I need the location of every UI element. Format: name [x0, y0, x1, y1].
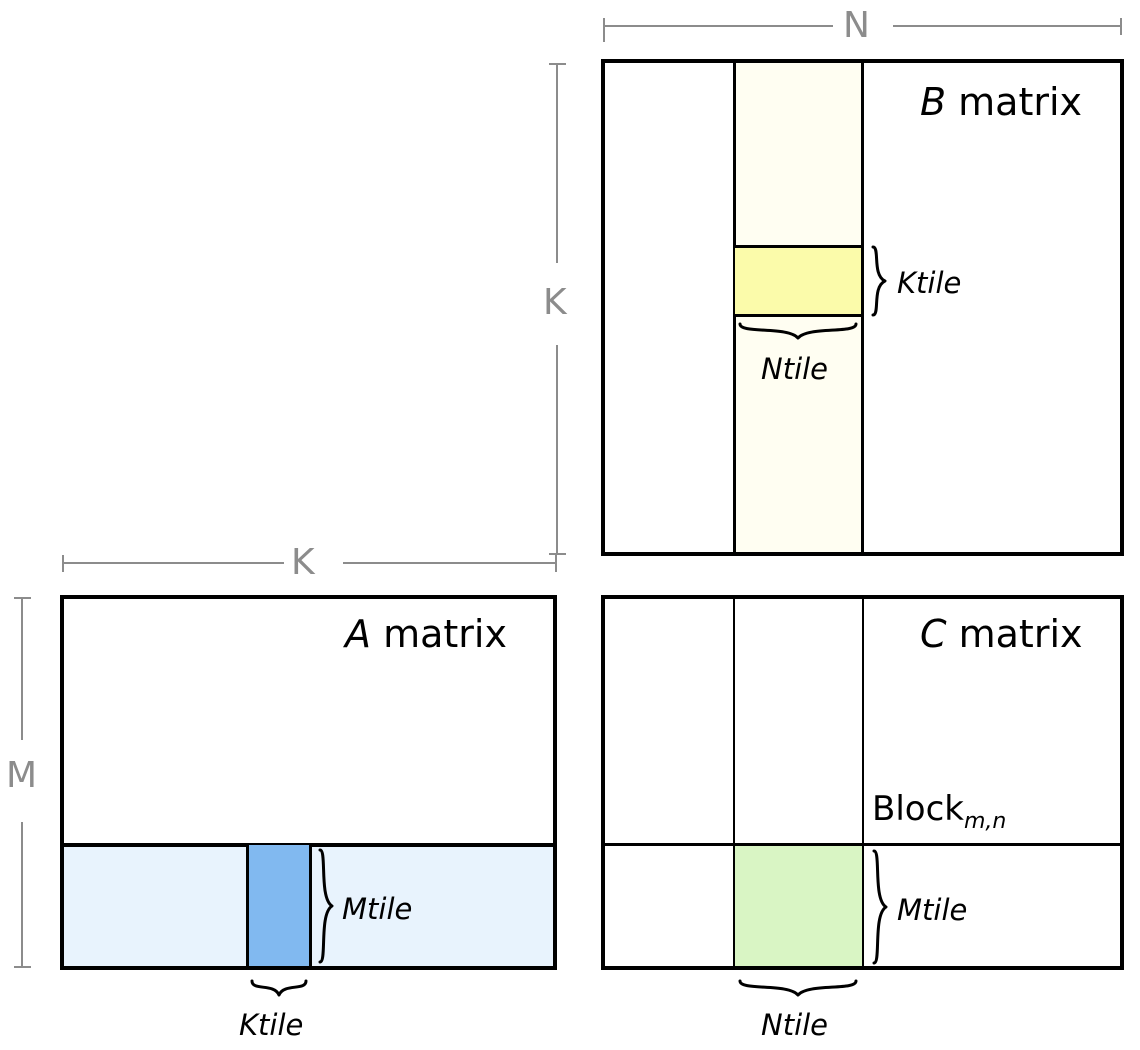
k-ruler-bottom-endcap — [549, 553, 566, 555]
a-tile-highlight — [249, 845, 309, 966]
m-ruler-top-endcap — [14, 597, 31, 599]
b-ktile-brace-icon — [871, 245, 887, 317]
c-block-subscript: m,n — [963, 808, 1007, 834]
m-ruler-bottom-segment — [21, 822, 23, 968]
a-ktile-brace-icon — [250, 979, 308, 997]
b-matrix-title: B matrix — [920, 80, 1082, 124]
a-tile-left-edge — [246, 845, 249, 968]
c-block-label: Blockm,n — [872, 789, 1006, 834]
k-ruler-bottom-segment — [556, 345, 558, 555]
dimension-label-n: N — [843, 5, 870, 46]
a-matrix-word: matrix — [371, 612, 507, 656]
b-matrix-word: matrix — [946, 80, 1083, 124]
k-top-ruler-right-segment — [343, 562, 557, 564]
n-ruler-left-endcap — [603, 18, 605, 35]
b-strip-left-divider — [733, 63, 736, 552]
b-ntile-brace-icon — [738, 322, 858, 340]
c-matrix-word: matrix — [946, 612, 1083, 656]
a-mtile-brace-icon — [318, 848, 334, 964]
c-matrix-title: C matrix — [920, 612, 1083, 656]
c-mtile-label: Mtile — [897, 893, 968, 927]
k-top-ruler-left-endcap — [62, 555, 64, 572]
b-tile-top-edge — [733, 245, 864, 248]
a-tile-right-edge — [309, 845, 312, 968]
dimension-label-k-top: K — [291, 542, 315, 583]
k-top-ruler-left-segment — [62, 562, 284, 564]
c-ntile-label: Ntile — [761, 1008, 829, 1042]
b-tile-bottom-edge — [733, 314, 864, 317]
b-ntile-label: Ntile — [761, 352, 829, 386]
dimension-label-m: M — [6, 755, 38, 796]
c-tile-highlight — [735, 846, 862, 966]
a-matrix-symbol: A — [345, 612, 371, 656]
n-ruler-left-segment — [603, 25, 833, 27]
k-ruler-top-endcap — [549, 63, 566, 65]
b-matrix-symbol: B — [920, 80, 947, 124]
a-matrix-title: A matrix — [345, 612, 507, 656]
c-column-right-divider — [862, 599, 864, 966]
c-block-base: Block — [872, 789, 964, 829]
c-matrix-symbol: C — [920, 612, 947, 656]
k-ruler-top-segment — [556, 63, 558, 263]
m-ruler-bottom-endcap — [14, 966, 31, 968]
b-tile-highlight — [735, 247, 861, 315]
n-ruler-right-segment — [893, 25, 1122, 27]
c-ntile-brace-icon — [738, 979, 858, 997]
c-mtile-brace-icon — [872, 849, 888, 965]
dimension-label-k-side: K — [543, 282, 567, 323]
m-ruler-top-segment — [21, 597, 23, 740]
c-column-left-divider — [733, 599, 735, 966]
n-ruler-right-endcap — [1120, 18, 1122, 35]
k-top-ruler-right-endcap — [555, 555, 557, 572]
b-strip-right-divider — [861, 63, 864, 552]
a-ktile-label: Ktile — [239, 1008, 304, 1042]
b-ktile-label: Ktile — [897, 266, 962, 300]
a-mtile-label: Mtile — [342, 892, 413, 926]
c-row-divider — [601, 843, 1124, 846]
